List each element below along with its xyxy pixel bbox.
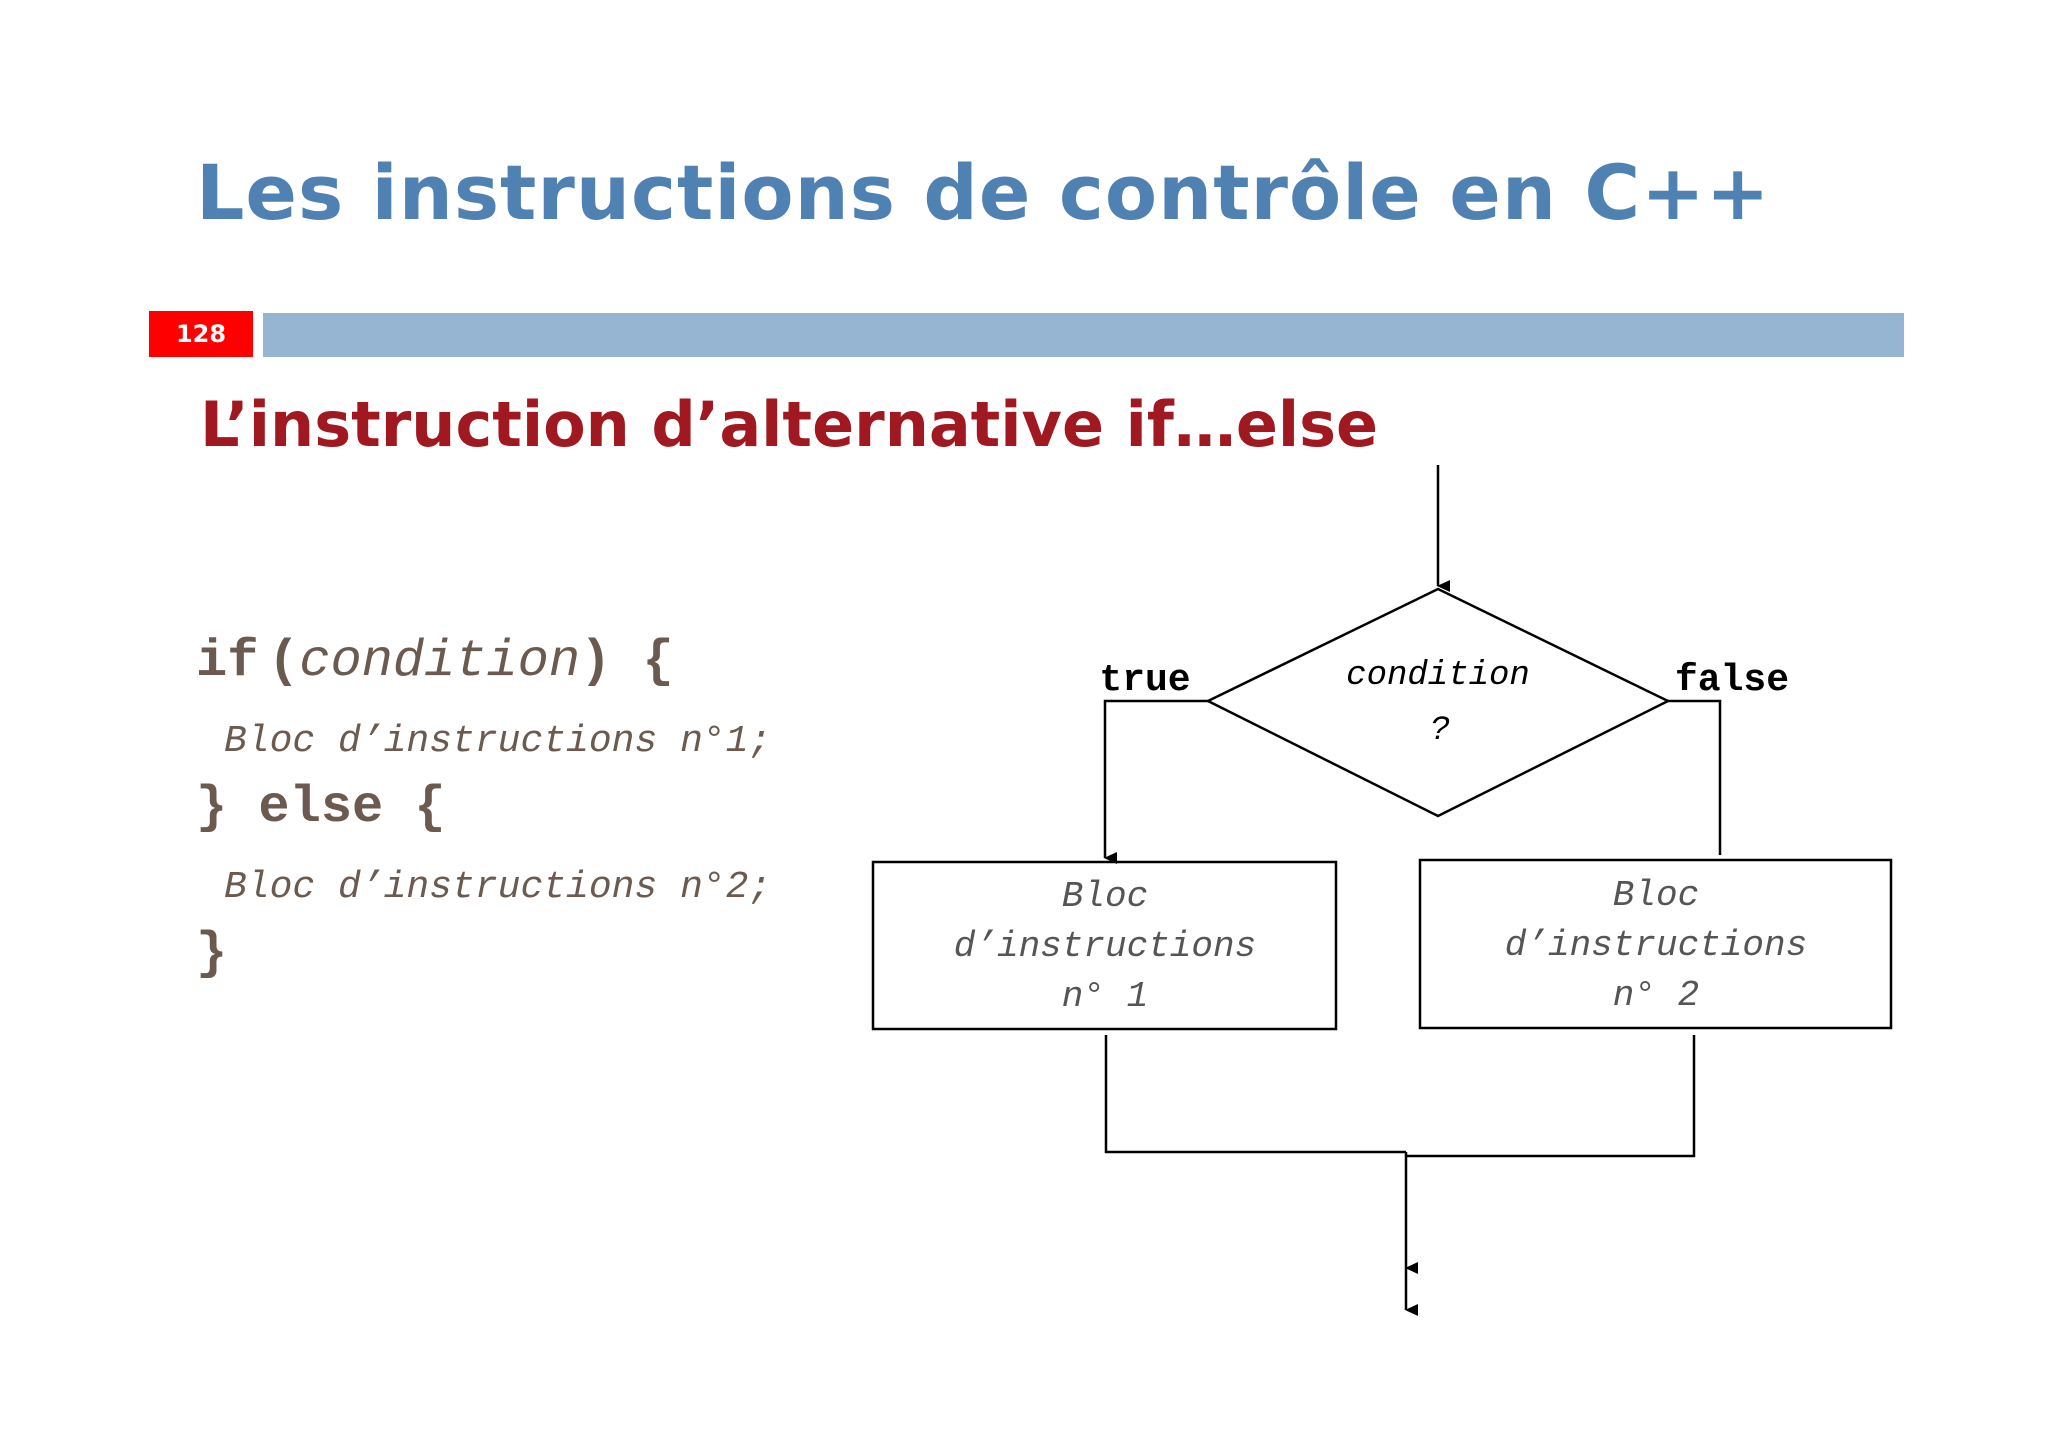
block-2-line-2: d’instructions [1505,925,1807,966]
code-close-paren-brace: ) { [580,632,674,691]
code-block-2: Bloc d’instructions n°2; [224,866,772,909]
code-close-brace: } [196,924,228,983]
code-snippet: if (condition) { Bloc d’instructions n°1… [196,632,771,983]
block-1-line-2: d’instructions [954,926,1256,967]
merge-line-left [1104,1035,1406,1154]
code-open-paren: ( [268,632,300,691]
block-1-box [871,860,1338,1031]
code-block-1: Bloc d’instructions n°1; [224,720,772,763]
page-number-badge: 128 [149,311,253,357]
code-line-if: if (condition) { [196,632,674,691]
slide-title: Les instructions de contrôle en C++ [196,148,1771,237]
code-else-line: } else { [196,778,446,837]
code-if-keyword: if [196,632,259,691]
true-label: true [1099,659,1190,702]
code-condition: condition [299,632,581,691]
false-branch-line [1668,699,1722,855]
block-1-line-3: n° 1 [1062,976,1148,1017]
block-1-line-1: Bloc [1062,876,1148,917]
condition-question-mark: ? [1430,712,1450,750]
false-label: false [1675,659,1789,702]
block-2-line-1: Bloc [1613,875,1699,916]
slide-subtitle: L’instruction d’alternative if…else [200,388,1379,461]
block-2-line-3: n° 2 [1613,975,1699,1016]
merge-line-right [1406,1035,1696,1158]
condition-text: condition [1346,657,1530,695]
condition-diamond [1205,587,1671,818]
true-branch-arrow [1103,699,1208,864]
block-2-box [1418,858,1893,1030]
header-bar [263,313,1904,357]
